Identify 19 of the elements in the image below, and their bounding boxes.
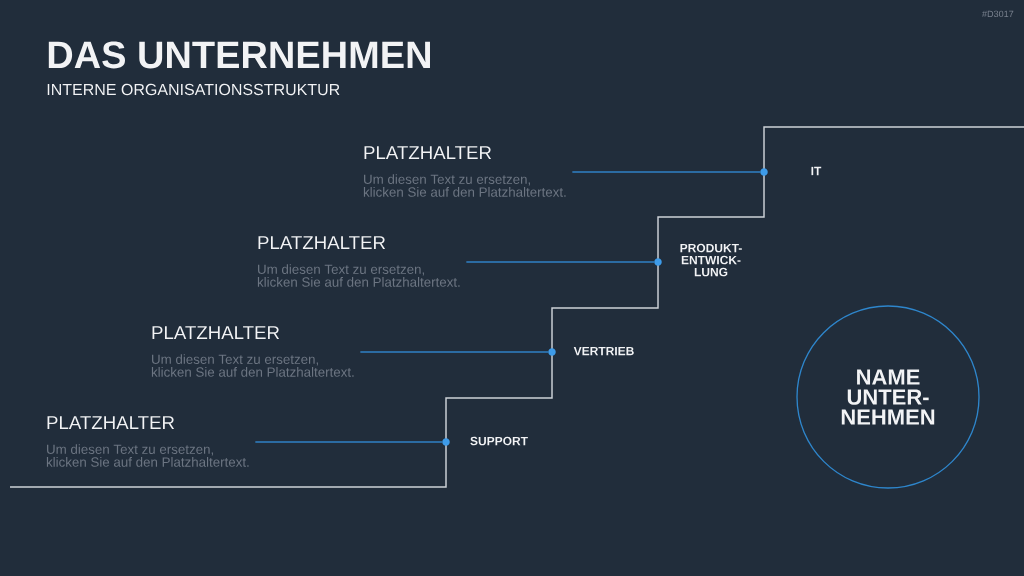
leader-line — [465, 261, 655, 263]
step-label: SUPPORT — [470, 436, 528, 446]
block-text: Um diesen Text zu ersetzen, klicken Sie auf den Platzhaltertext. — [46, 444, 249, 467]
slide-code: #D3017 — [982, 10, 1014, 18]
leader-line — [571, 171, 761, 173]
step-label: IT — [811, 166, 822, 176]
block-heading: PLATZHALTER — [364, 146, 492, 159]
subtitle: INTERNE ORGANISATIONSSTRUKTUR — [47, 83, 340, 96]
step-label: VERTRIEB — [573, 346, 634, 356]
block-text: Um diesen Text zu ersetzen, klicken Sie auf den Platzhaltertext. — [257, 264, 460, 287]
block-heading: PLATZHALTER — [258, 236, 386, 249]
step-label: PRODUKT- ENTWICK- LUNG — [680, 243, 742, 277]
leader-line — [254, 441, 443, 443]
title: DAS UNTERNEHMEN — [48, 41, 430, 69]
block-heading: PLATZHALTER — [152, 326, 280, 339]
leader-line — [359, 351, 549, 353]
block-text: Um diesen Text zu ersetzen, klicken Sie auf den Platzhaltertext. — [363, 174, 566, 197]
block-text: Um diesen Text zu ersetzen, klicken Sie auf den Platzhaltertext. — [151, 354, 354, 377]
block-heading: PLATZHALTER — [47, 416, 175, 429]
